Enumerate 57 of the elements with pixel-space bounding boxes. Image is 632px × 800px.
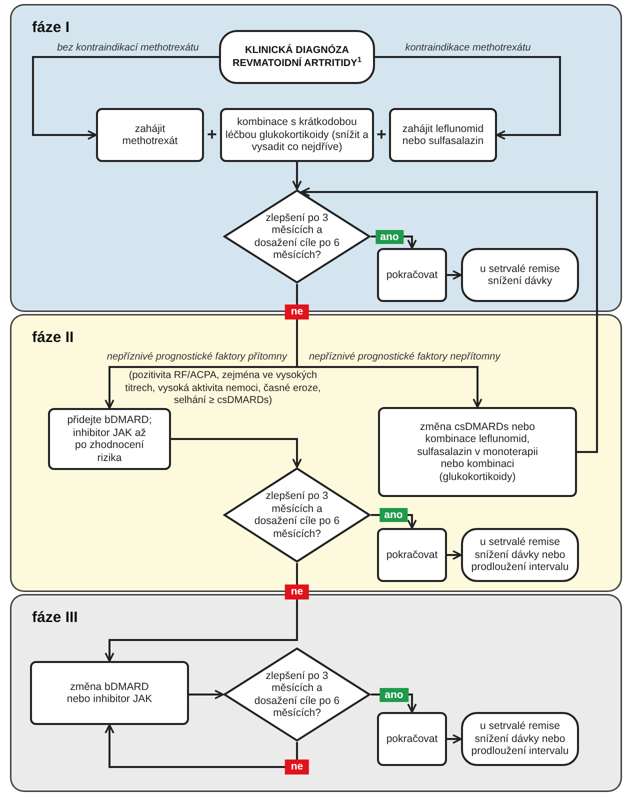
start-box: [219, 30, 375, 84]
no-tag: ne: [284, 760, 310, 774]
arrow: [32, 56, 219, 140]
arrow: [104, 563, 298, 662]
arrow: [447, 734, 462, 744]
box-text: zahájit methotrexát: [121, 122, 179, 148]
box-text: zahájit leflunomid nebo sulfasalazin: [401, 122, 485, 148]
phase-title: fáze I: [32, 19, 70, 37]
process-box: [220, 108, 374, 162]
arrow: [375, 56, 561, 140]
arrow: [104, 724, 298, 768]
box-text: přidejte bDMARD; inhibitor JAK až po zhodnocení rizika: [66, 414, 153, 464]
edge-label: nepříznivé prognostické faktory nepřítomny: [309, 350, 500, 364]
arrow: [171, 438, 302, 468]
arrow: [189, 690, 224, 700]
note-text: (pozitivita RF/ACPA, zejména ve vysokých titrech, vysoká aktivita nemoci, časné eroze, selhání ≥ csDMARDs): [124, 370, 322, 408]
box-text: pokračovat: [386, 732, 438, 746]
no-tag: ne: [284, 584, 310, 600]
plus-sign: +: [376, 126, 386, 144]
box-text: změna bDMARD nebo inhibitor JAK: [66, 680, 154, 706]
box-text: u setrvalé remise snížení dávky nebo prodloužení intervalu: [470, 720, 570, 758]
process-box: [96, 108, 204, 162]
edge-label: kontraindikace methotrexátu: [405, 42, 531, 56]
arrow: [292, 162, 302, 190]
decision-text: zlepšení po 3 měsících a dosažení cíle po 6 měsících?: [253, 670, 341, 720]
plus-sign: +: [207, 126, 217, 144]
phase-title: fáze III: [32, 609, 78, 627]
decision-text: zlepšení po 3 měsících a dosažení cíle po 6 měsících?: [253, 490, 341, 540]
box-text: pokračovat: [386, 268, 438, 282]
box-text: u setrvalé remise snížení dávky nebo prodloužení intervalu: [470, 536, 570, 574]
phase-panel: [10, 594, 622, 792]
outcome-box: [461, 528, 579, 582]
arrow: [447, 550, 462, 560]
process-box: [389, 108, 497, 162]
box-text: změna csDMARDs nebo kombinace leflunomid, sulfasalazin v monoterapii nebo kombinaci (glukokortikoidy): [416, 420, 539, 484]
yes-tag: ano: [379, 508, 408, 522]
process-box: [378, 407, 577, 497]
edge-label: nepříznivé prognostické faktory přítomny: [106, 350, 287, 364]
arrow: [447, 270, 462, 280]
process-box: [377, 248, 447, 302]
arrow: [300, 187, 598, 453]
decision-text: zlepšení po 3 měsících a dosažení cíle po 6 měsících?: [253, 212, 341, 262]
phase-title: fáze II: [32, 329, 74, 347]
box-text: pokračovat: [386, 548, 438, 562]
process-box: [377, 528, 447, 582]
box-text: KLINICKÁ DIAGNÓZA REVMATOIDNÍ ARTRITIDY$^{1}$: [232, 44, 362, 70]
outcome-box: [461, 248, 579, 302]
no-tag: ne: [284, 304, 310, 320]
outcome-box: [461, 712, 579, 766]
box-text: kombinace s krátkodobou léčbou glukokortikoidy (snížit a vysadit co nejdříve): [224, 116, 370, 154]
yes-tag: ano: [380, 688, 408, 702]
yes-tag: ano: [375, 230, 404, 244]
process-box: [48, 408, 171, 470]
edge-label: bez kontraindikací methotrexátu: [57, 42, 199, 56]
process-box: [377, 712, 447, 766]
box-text: u setrvalé remise snížení dávky: [479, 262, 561, 288]
process-box: [30, 661, 189, 725]
